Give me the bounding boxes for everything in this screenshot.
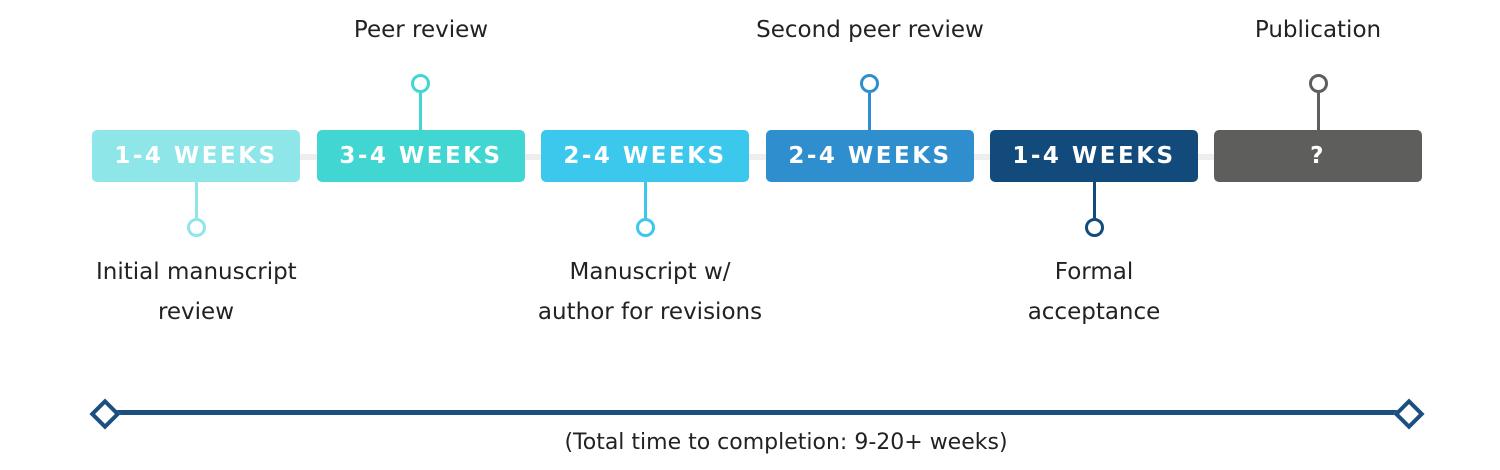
stage-2-label: Peer review — [301, 10, 541, 50]
total-time-line — [104, 410, 1410, 415]
stage-2-connector — [419, 93, 422, 130]
stage-4-connector — [868, 93, 871, 130]
stage-5-duration-box: 1-4 WEEKS — [990, 130, 1198, 182]
stage-4-duration-box: 2-4 WEEKS — [766, 130, 974, 182]
total-start-diamond-icon — [89, 398, 121, 430]
stage-6-label-line-1: Publication — [1254, 17, 1382, 43]
stage-4-label-line-1: Second peer review — [756, 17, 984, 43]
stage-3-connector — [644, 182, 647, 218]
stage-4-label: Second peer review — [720, 10, 1020, 50]
stage-1-label-line-1: Initial manuscript — [96, 259, 297, 285]
stage-6-duration-box: ? — [1214, 130, 1422, 182]
stage-5-connector — [1093, 182, 1096, 218]
stage-1-label: Initial manuscript review — [96, 252, 297, 332]
stage-6-marker-dot — [1309, 74, 1328, 93]
stage-6-label: Publication — [1228, 10, 1408, 50]
stage-3-label: Manuscript w/ author for revisions — [520, 252, 780, 332]
stage-5-marker-dot — [1085, 218, 1104, 237]
stage-2-duration-box: 3-4 WEEKS — [317, 130, 525, 182]
stage-1-label-line-2: review — [157, 299, 235, 325]
total-end-diamond-icon — [1393, 398, 1425, 430]
stage-2-marker-dot — [411, 74, 430, 93]
total-time-caption: (Total time to completion: 9-20+ weeks) — [564, 430, 1008, 455]
stage-5-label: Formal acceptance — [1004, 252, 1184, 332]
stage-3-marker-dot — [636, 218, 655, 237]
stage-1-marker-dot — [187, 218, 206, 237]
stage-3-label-line-2: author for revisions — [537, 299, 763, 325]
stage-1-duration-box: 1-4 WEEKS — [92, 130, 300, 182]
stage-5-label-line-2: acceptance — [1027, 299, 1161, 325]
stage-3-label-line-1: Manuscript w/ — [569, 259, 731, 285]
timeline-baseline — [100, 154, 1410, 160]
stage-2-label-line-1: Peer review — [353, 17, 489, 43]
stage-5-label-line-1: Formal — [1054, 259, 1134, 285]
stage-3-duration-box: 2-4 WEEKS — [541, 130, 749, 182]
stage-6-connector — [1317, 93, 1320, 130]
stage-4-marker-dot — [860, 74, 879, 93]
stage-1-connector — [195, 182, 198, 218]
